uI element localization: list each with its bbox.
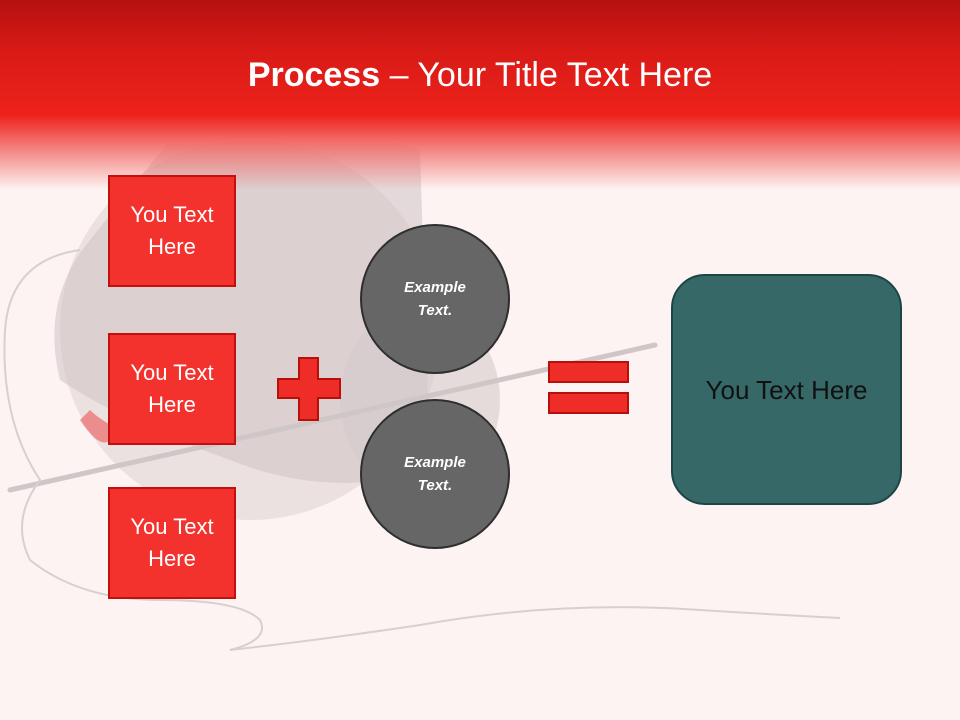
needle [7,342,658,493]
equals-icon [548,361,629,414]
input-box-2[interactable]: You Text Here [108,333,236,445]
result-label: You Text Here [705,374,868,405]
title-separator: – [389,56,409,94]
header-bar [0,0,960,200]
circle-label: Example Text. [404,454,466,494]
example-circle-2[interactable]: Example Text. [360,399,510,549]
thread-left [3,249,263,651]
title-bold: Process [247,56,381,94]
plus-icon [277,357,341,421]
thread-bottom [229,606,841,651]
input-box-3[interactable]: You Text Here [108,487,236,599]
input-box-label: You Text Here [130,202,214,259]
slide-title: Process – Your Title Text Here [0,52,960,98]
result-box[interactable]: You Text Here [671,274,902,505]
title-text: Your Title Text Here [417,56,713,94]
example-circle-1[interactable]: Example Text. [360,224,510,374]
input-box-label: You Text Here [130,360,214,417]
input-box-label: You Text Here [130,514,214,571]
circle-label: Example Text. [404,279,466,319]
input-box-1[interactable]: You Text Here [108,175,236,287]
